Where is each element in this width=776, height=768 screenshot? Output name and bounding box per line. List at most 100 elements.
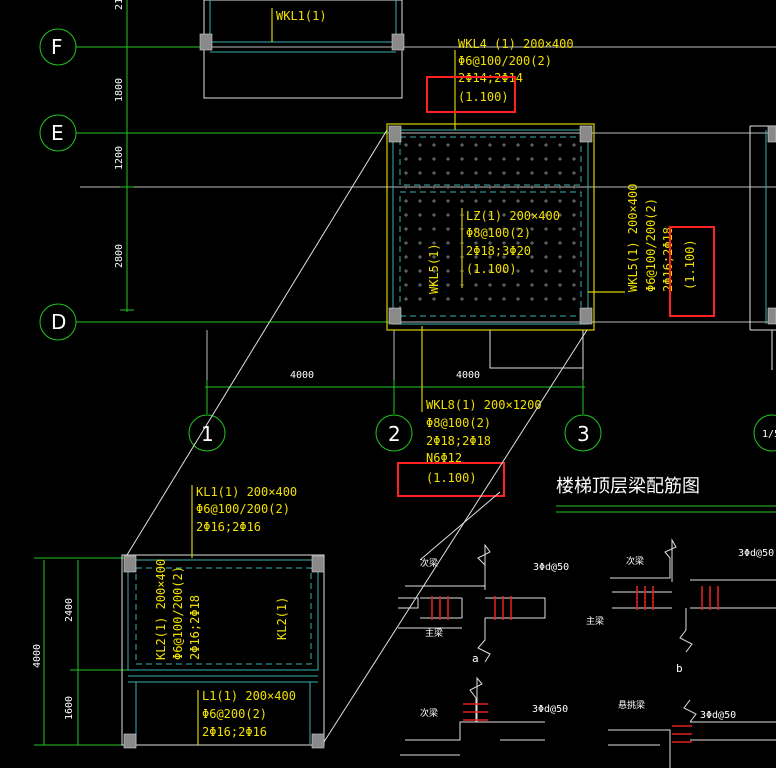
hatch-mark <box>432 241 436 245</box>
wkl4-line4: (1.100) <box>458 90 509 104</box>
hatch-mark <box>530 269 534 273</box>
hatch-mark <box>558 297 562 301</box>
hatch-mark <box>544 185 548 189</box>
wkl8-annotation: WKL8(1) 200×1200 Φ8@100(2) 2Φ18;2Φ18 N6Φ… <box>397 398 542 497</box>
hatch-mark <box>502 213 506 217</box>
hatch-mark <box>460 171 464 175</box>
detail-c-stirrup: 3Φd@50 <box>532 704 568 715</box>
hatch-mark <box>544 283 548 287</box>
dim-lower-top: 2400 <box>64 598 75 622</box>
hatch-mark <box>488 255 492 259</box>
lz-line1: LZ(1) 200×400 <box>466 209 560 223</box>
axis-label-2: 2 <box>388 422 401 446</box>
wkl5-highlight-box <box>669 226 715 317</box>
hatch-mark <box>446 269 450 273</box>
hatch-mark <box>558 199 562 203</box>
hatch-mark <box>446 157 450 161</box>
hatch-mark <box>474 157 478 161</box>
wkl5-line4: (1.100) <box>683 239 697 290</box>
projection-lines <box>126 129 588 746</box>
hatch-mark <box>446 171 450 175</box>
axis-bubble-2 <box>375 414 413 452</box>
dim-span-12: 4000 <box>290 370 314 381</box>
hatch-mark <box>418 283 422 287</box>
kl2-left-line2: Φ6@100/200(2) <box>171 566 185 660</box>
hatch-mark <box>432 213 436 217</box>
kl1-line3: 2Φ16;2Φ16 <box>196 520 261 534</box>
hatch-mark <box>502 199 506 203</box>
axis-label-f: F <box>51 35 63 59</box>
hatch-mark <box>502 297 506 301</box>
wkl4-line1: WKL4 (1) 200×400 <box>458 37 574 51</box>
wkl4-annotation: WKL4 (1) 200×400 Φ6@100/200(2) 2Φ14;2Φ14… <box>426 37 574 113</box>
hatch-mark <box>530 185 534 189</box>
hatch-mark <box>474 199 478 203</box>
hatch-mark <box>558 227 562 231</box>
hatch-mark <box>544 297 548 301</box>
hatch-mark <box>474 283 478 287</box>
hatch-mark <box>446 241 450 245</box>
hatch-mark <box>502 241 506 245</box>
wkl8-line1: WKL8(1) 200×1200 <box>426 398 542 412</box>
hatch-mark <box>530 143 534 147</box>
wkl8-highlight-box <box>397 462 505 497</box>
hatch-mark <box>530 241 534 245</box>
top-partial-plan: WKL1(1) <box>199 0 405 99</box>
hatch-mark <box>572 157 576 161</box>
detail-b-secondary: 次梁 <box>626 555 644 567</box>
hatch-mark <box>488 199 492 203</box>
hatch-mark <box>418 213 422 217</box>
hatch-mark <box>516 157 520 161</box>
hatch-mark <box>530 227 534 231</box>
detail-a: 次梁 主梁 3Φd@50 a <box>398 543 569 665</box>
hatch-mark <box>516 199 520 203</box>
detail-d-hanging: 悬挑梁 <box>618 699 645 711</box>
axis-bubble-1 <box>188 414 226 452</box>
axis-bubble-f <box>39 28 77 66</box>
wkl5-line3: 2Φ16;2Φ18 <box>661 227 675 292</box>
detail-b: 次梁 主梁 3Φd@50 b <box>586 538 776 675</box>
hatch-mark <box>460 297 464 301</box>
hatch-mark <box>544 143 548 147</box>
axis-bubble-d <box>39 303 77 341</box>
hatch-mark <box>558 283 562 287</box>
detail-c: 次梁 3Φd@50 <box>400 676 568 756</box>
hatch-mark <box>474 297 478 301</box>
hatch-mark <box>516 269 520 273</box>
hatch-mark <box>474 241 478 245</box>
hatch-mark <box>558 143 562 147</box>
lz-line2: Φ8@100(2) <box>466 226 531 240</box>
hatch-mark <box>572 255 576 259</box>
kl2-left-line3: 2Φ16;2Φ18 <box>188 595 202 660</box>
hatch-mark <box>544 241 548 245</box>
hatch-mark <box>418 157 422 161</box>
hatch-mark <box>572 297 576 301</box>
dim-e-mid: 1200 <box>114 146 125 170</box>
hatch-mark <box>558 269 562 273</box>
hatch-mark <box>544 255 548 259</box>
hatch-mark <box>446 227 450 231</box>
hatch-mark <box>404 297 408 301</box>
hatch-mark <box>572 213 576 217</box>
hatch-mark <box>474 185 478 189</box>
hatch-mark <box>460 143 464 147</box>
dim-span-23: 4000 <box>456 370 480 381</box>
hatch-mark <box>488 241 492 245</box>
wkl1-label: WKL1(1) <box>276 9 327 23</box>
hatch-mark <box>418 227 422 231</box>
hatch-mark <box>404 157 408 161</box>
hatch-mark <box>418 241 422 245</box>
axis-bubble-1-5 <box>753 414 776 452</box>
drawing-title: 楼梯顶层梁配筋图 <box>556 476 776 513</box>
axis-label-d: D <box>51 310 66 334</box>
hatch-mark <box>488 297 492 301</box>
hatch-mark <box>572 269 576 273</box>
hatch-mark <box>418 199 422 203</box>
right-partial-plan <box>749 125 776 370</box>
hatch-mark <box>404 199 408 203</box>
axis-label-1-5: 1/5 <box>762 429 776 440</box>
wkl8-line5: (1.100) <box>426 471 477 485</box>
axis-label-1: 1 <box>201 422 214 446</box>
hatch-mark <box>530 297 534 301</box>
